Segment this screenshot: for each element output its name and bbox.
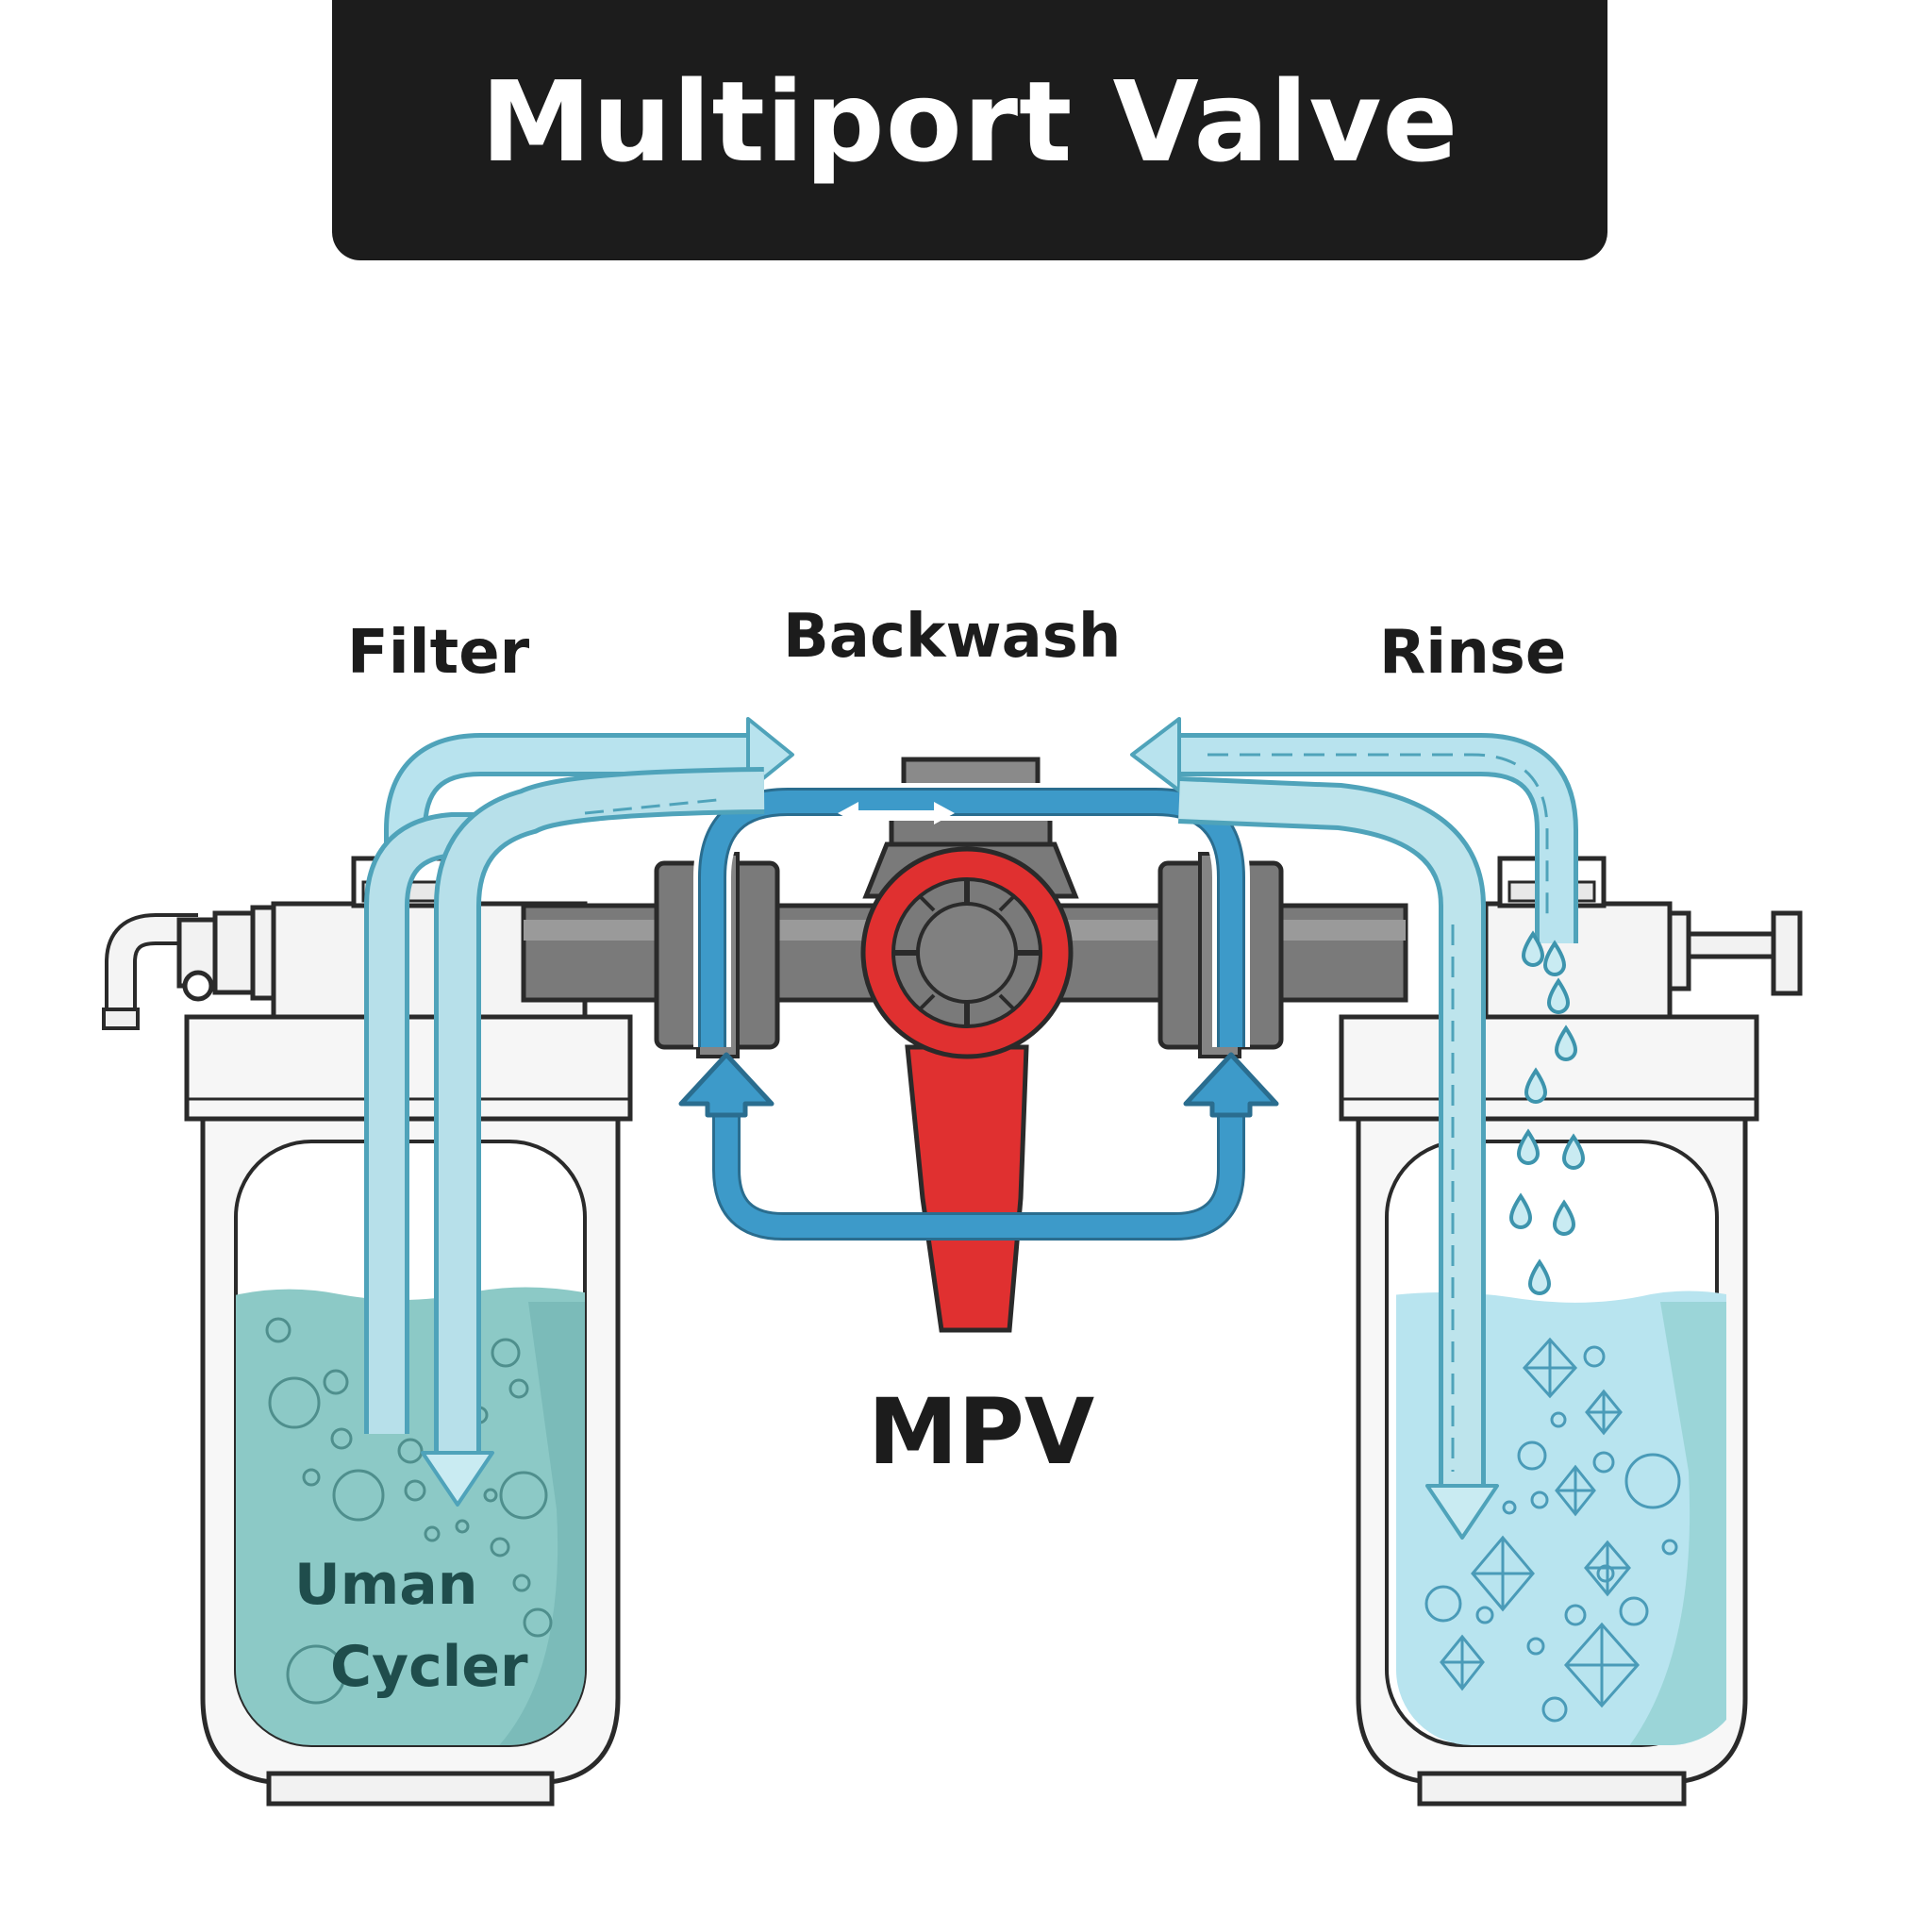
backwash-flow-loop [678,783,1279,1241]
mode-label-rinse: Rinse [1379,618,1567,688]
valve-label: MPV [868,1379,1095,1485]
tank-label-line1: Uman [294,1552,478,1618]
left-filter-tank [102,856,633,1807]
mode-label-backwash: Backwash [783,602,1122,672]
multiport-valve [521,757,1408,1333]
tank-label-line2: Cycler [330,1634,528,1700]
filter-flow-arrows [364,717,794,1507]
title-banner: Multiport Valve [332,0,1607,260]
mode-label-filter: Filter [347,618,530,688]
rinse-flow-arrows [1130,717,1586,1540]
right-filter-tank [1339,856,1803,1807]
page-title: Multiport Valve [480,57,1459,187]
